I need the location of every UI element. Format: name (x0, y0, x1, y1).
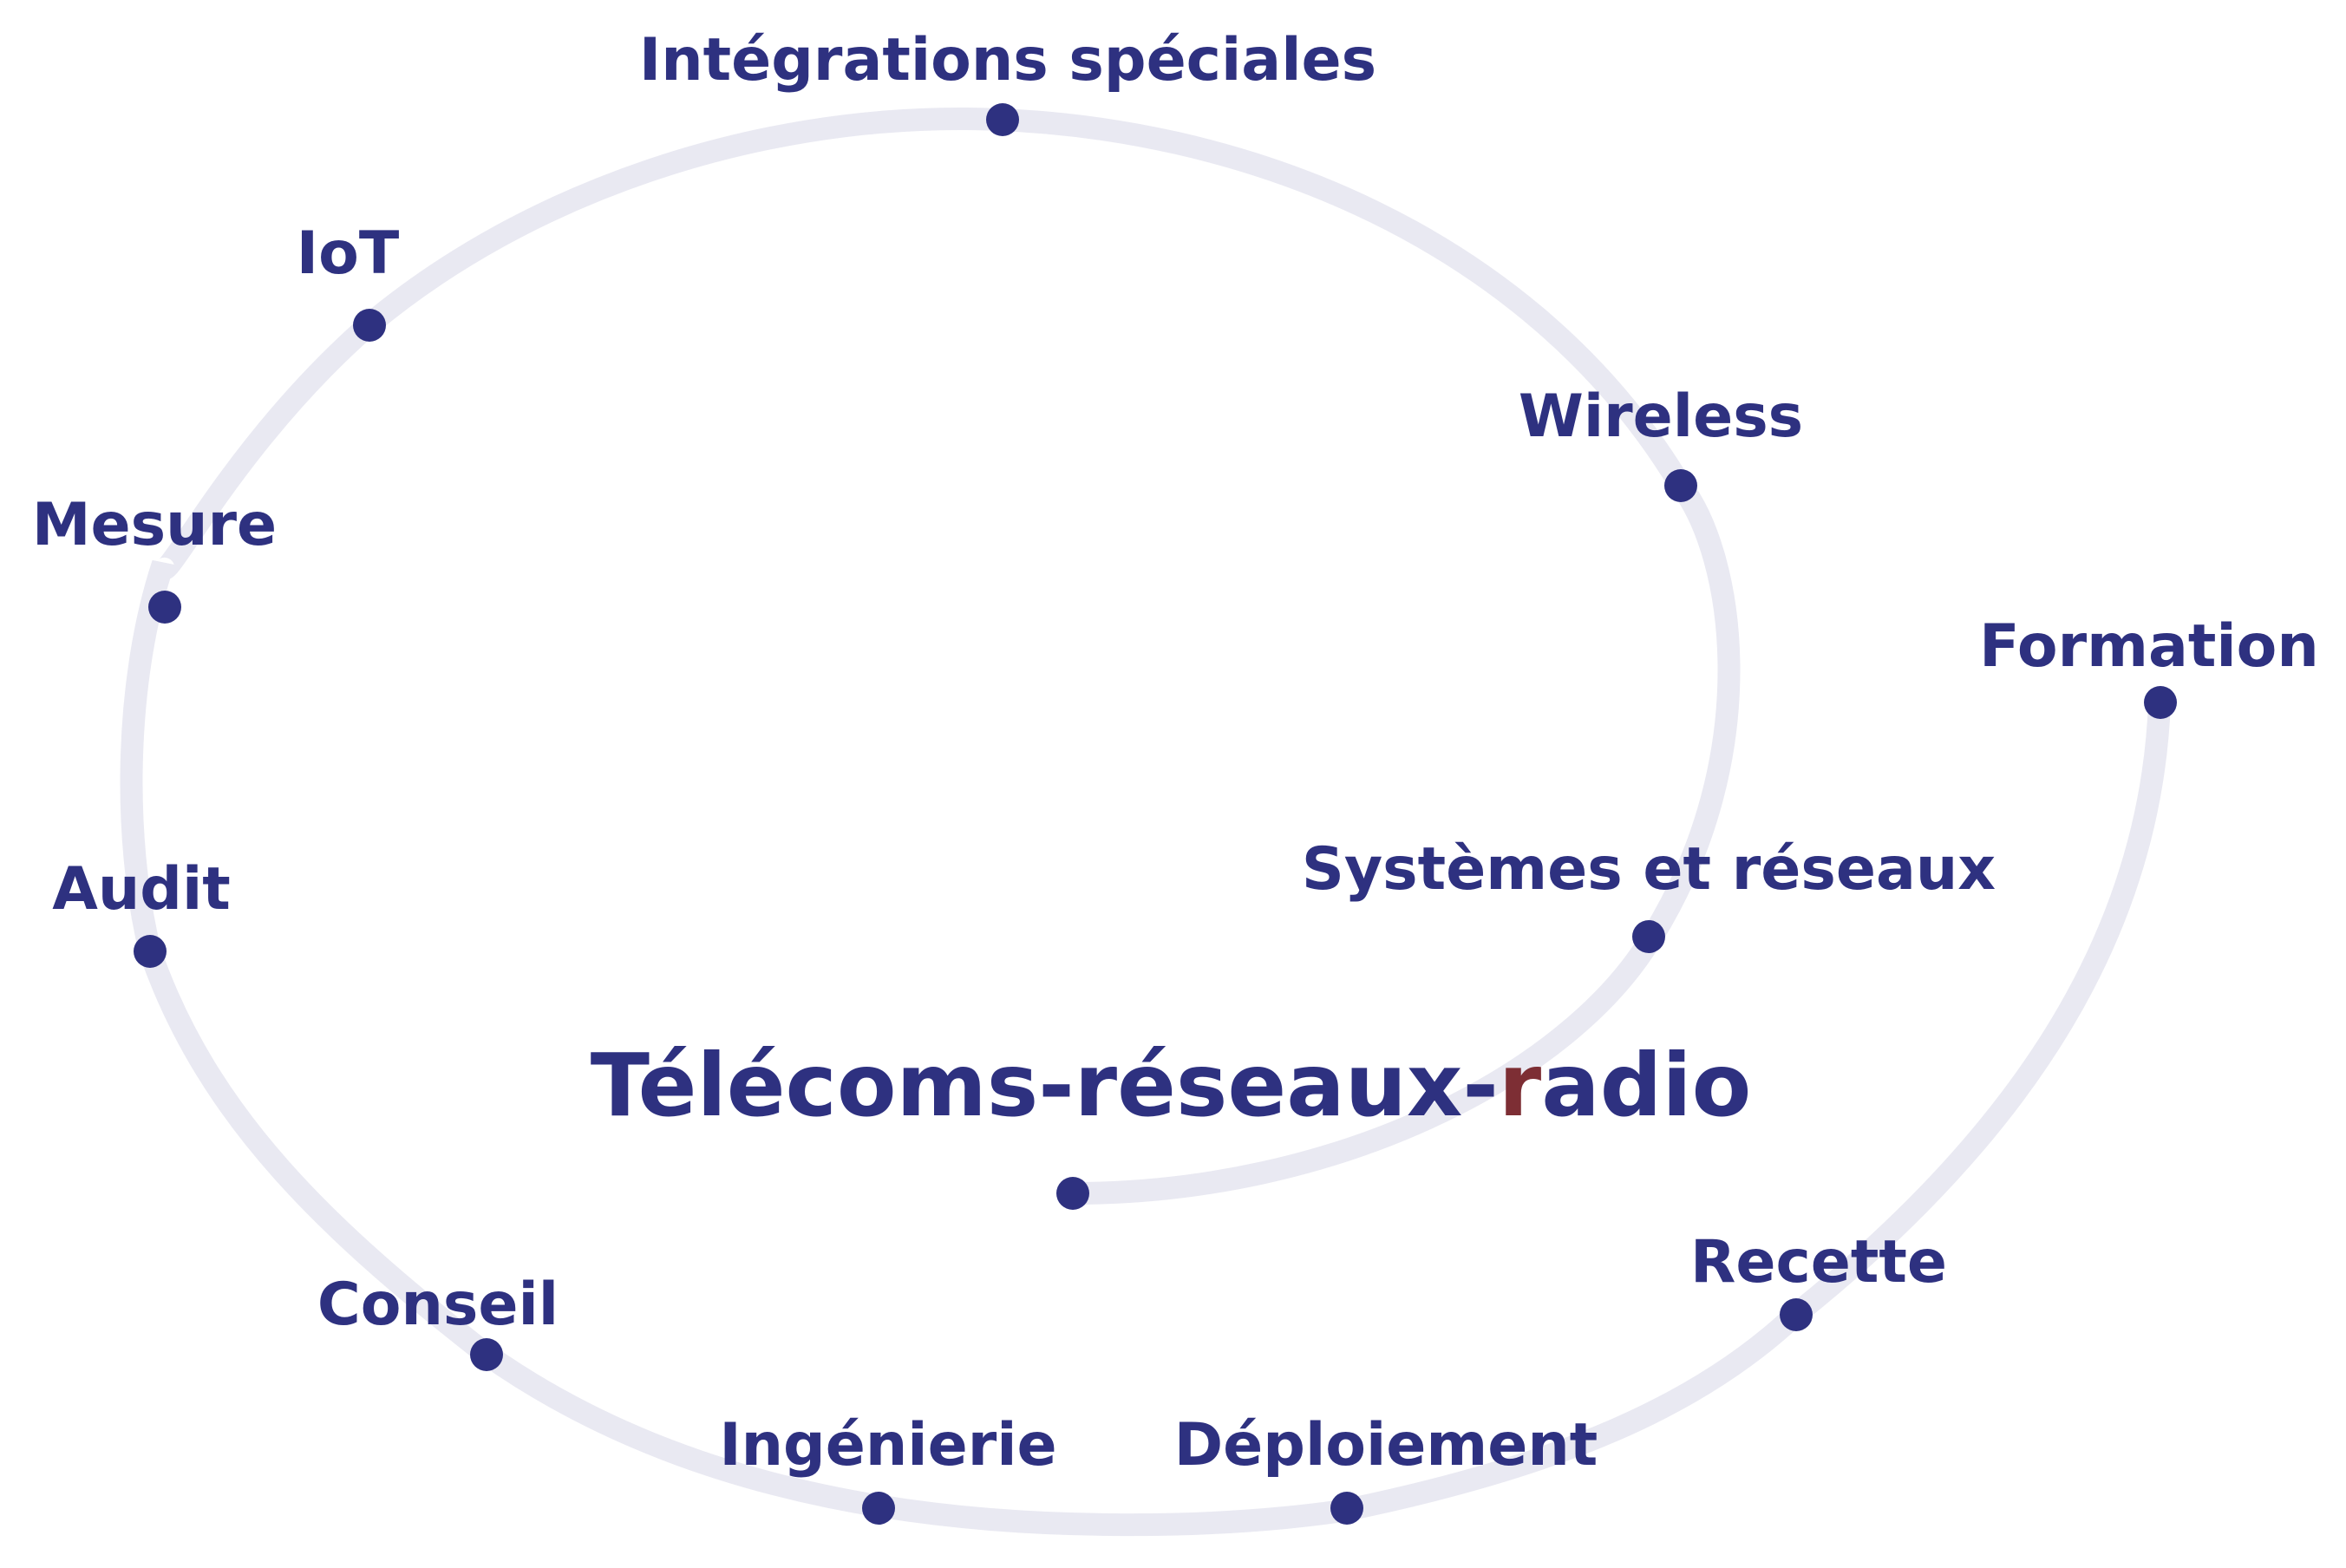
node-mesure: Mesure (32, 491, 277, 624)
node-dot (134, 935, 167, 968)
node-label: Intégrations spéciales (639, 26, 1376, 95)
center-title-suffix: adio (1541, 1035, 1751, 1136)
center-title-prefix: Télécoms-réseaux- (591, 1035, 1499, 1136)
node-label: Wireless (1519, 382, 1803, 451)
node-systemes: Systèmes et réseaux (1302, 835, 1996, 953)
node-dot (2144, 686, 2177, 719)
node-dot (1780, 1298, 1813, 1331)
node-dot (986, 103, 1019, 136)
node-recette: Recette (1690, 1228, 1947, 1331)
node-iot: IoT (297, 219, 400, 342)
node-label: Mesure (32, 491, 277, 559)
node-dot (470, 1338, 503, 1371)
node-dot (353, 309, 386, 342)
node-label: Formation (1979, 612, 2319, 681)
node-label: Ingénierie (719, 1411, 1056, 1480)
node-audit: Audit (52, 855, 231, 968)
node-ingenierie: Ingénierie (719, 1411, 1057, 1525)
node-integrations: Intégrations spéciales (639, 26, 1376, 136)
node-label: Conseil (317, 1271, 559, 1339)
node-dot (148, 591, 181, 624)
spiral-start-dot (1056, 1177, 1089, 1210)
node-label: Audit (52, 855, 231, 924)
node-label: Recette (1690, 1228, 1947, 1297)
center-title: Télécoms-réseaux-radio (591, 1035, 1752, 1136)
node-dot (1330, 1492, 1363, 1525)
node-dot (1632, 920, 1665, 953)
spiral-path (120, 107, 2171, 1537)
node-formation: Formation (1979, 612, 2319, 719)
node-deploiement: Déploiement (1174, 1411, 1598, 1525)
node-wireless: Wireless (1519, 382, 1803, 502)
center-title-highlight: r (1499, 1035, 1542, 1136)
node-dot (1664, 469, 1697, 502)
node-dot (862, 1492, 895, 1525)
node-conseil: Conseil (317, 1271, 559, 1371)
node-label: Systèmes et réseaux (1302, 835, 1996, 904)
node-label: IoT (297, 219, 400, 288)
node-label: Déploiement (1174, 1411, 1598, 1480)
